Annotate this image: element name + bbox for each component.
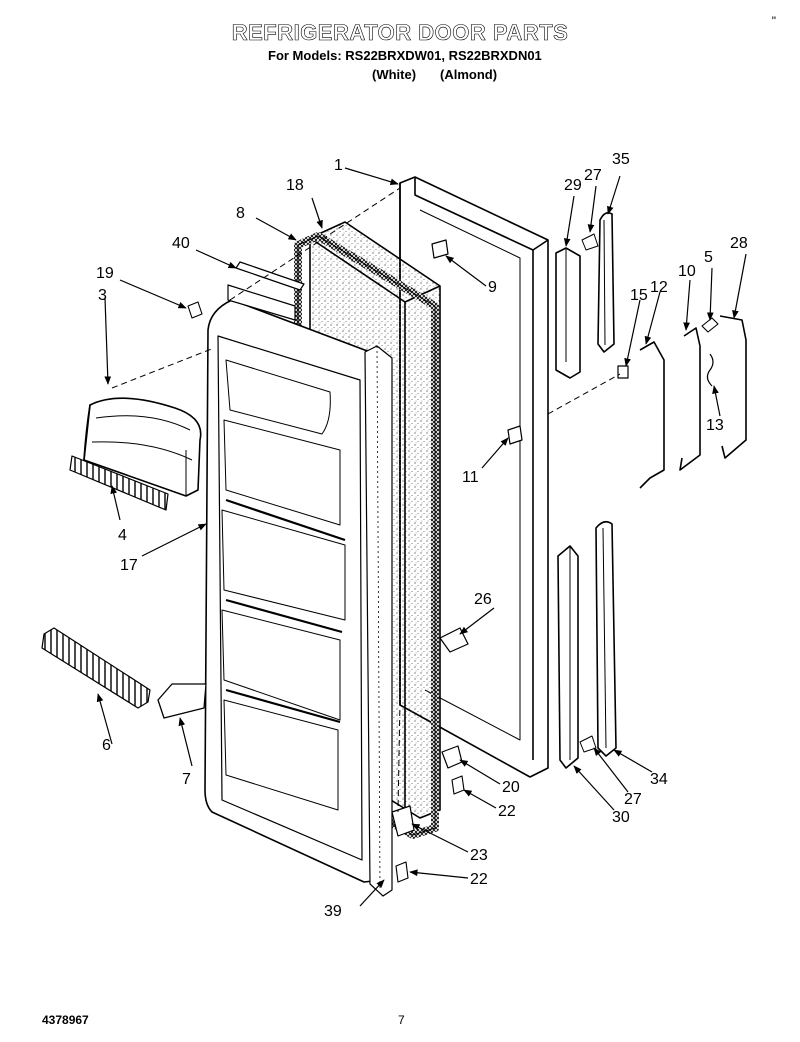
callout-9: 9 <box>488 279 497 296</box>
top-trim <box>235 261 305 291</box>
screw-lower <box>579 735 597 753</box>
part-number: 4378967 <box>42 1013 89 1027</box>
top-cap <box>227 284 296 321</box>
callout-4: 4 <box>118 527 127 544</box>
callout-19: 19 <box>96 265 114 282</box>
callout-40: 40 <box>172 235 190 252</box>
hinge-20 <box>441 745 463 769</box>
callout-8: 8 <box>236 205 245 222</box>
callout-26: 26 <box>474 591 492 608</box>
page-title: REFRIGERATOR DOOR PARTS <box>231 20 569 46</box>
callout-1: 1 <box>334 157 343 174</box>
handle-insert-upper <box>597 212 615 353</box>
callout-12: 12 <box>650 279 668 296</box>
callout-10: 10 <box>678 263 696 280</box>
shelf-bracket <box>157 683 207 719</box>
callout-22-lower: 22 <box>470 871 488 888</box>
callout-34: 34 <box>650 771 668 788</box>
callout-17: 17 <box>120 557 138 574</box>
handle-insert-lower <box>595 520 617 757</box>
variant-almond: (Almond) <box>440 67 498 82</box>
shelf-grille <box>41 627 151 709</box>
bracket-10 <box>679 327 701 471</box>
callout-27-top: 27 <box>584 167 602 184</box>
dispenser-rail <box>69 455 169 511</box>
screw-22b <box>395 861 409 883</box>
handle-channel-upper <box>555 247 581 379</box>
cam-11 <box>507 425 523 445</box>
callout-7: 7 <box>182 771 191 788</box>
trim-strip <box>364 345 393 897</box>
bracket-23 <box>391 805 415 837</box>
bolt-5 <box>701 317 719 333</box>
stop-9 <box>431 239 449 259</box>
corner-mark: " <box>771 14 776 28</box>
callout-18: 18 <box>286 177 304 194</box>
callout-23: 23 <box>470 847 488 864</box>
callout-28: 28 <box>730 235 748 252</box>
callout-13: 13 <box>706 417 724 434</box>
callout-30: 30 <box>612 809 630 826</box>
inner-door-liner <box>204 299 383 883</box>
bracket-12 <box>639 341 665 489</box>
callout-11: 11 <box>462 469 479 486</box>
screw-19 <box>187 301 203 319</box>
callout-20: 20 <box>502 779 520 796</box>
models-line: For Models: RS22BRXDW01, RS22BRXDN01 <box>268 48 542 63</box>
dispenser-cover <box>83 397 202 497</box>
variant-white: (White) <box>372 67 417 82</box>
page-number: 7 <box>398 1013 405 1027</box>
spring-13 <box>706 353 714 387</box>
bracket-28 <box>719 315 747 459</box>
callout-22-upper: 22 <box>498 803 516 820</box>
callout-39: 39 <box>324 903 342 920</box>
handle-channel-lower <box>557 545 579 769</box>
callout-5: 5 <box>704 249 713 266</box>
callout-35: 35 <box>612 151 630 168</box>
header: REFRIGERATOR DOOR PARTS <box>0 20 800 46</box>
callout-27-lower: 27 <box>624 791 642 808</box>
clip-15 <box>617 365 629 379</box>
screw-22a <box>451 775 465 795</box>
callout-6: 6 <box>102 737 111 754</box>
callout-29: 29 <box>564 177 582 194</box>
callout-15: 15 <box>630 287 648 304</box>
screw-upper <box>581 233 599 251</box>
callout-3: 3 <box>98 287 107 304</box>
